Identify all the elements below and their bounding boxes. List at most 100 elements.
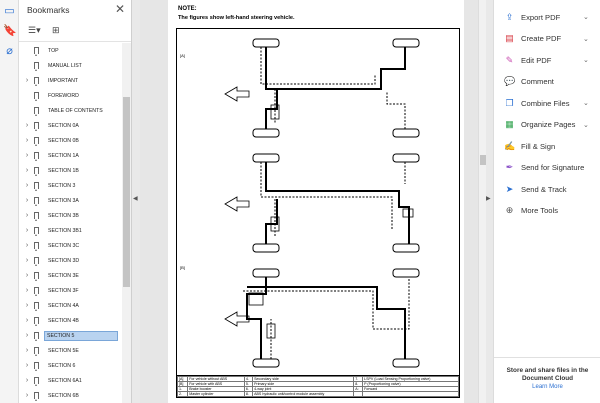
bookmark-item[interactable]: ›SECTION 1B: [19, 163, 122, 178]
bookmark-item[interactable]: ›SECTION 1A: [19, 148, 122, 163]
bookmark-item[interactable]: MANUAL LIST: [19, 58, 122, 73]
collapse-right-icon[interactable]: ▶: [486, 196, 491, 202]
bookmark-label: SECTION 6A1: [48, 377, 82, 384]
chevron-right-icon[interactable]: ›: [25, 347, 29, 354]
bookmark-item[interactable]: FOREWORD: [19, 88, 122, 103]
collapse-left-icon[interactable]: ◀: [133, 196, 138, 202]
chevron-right-icon[interactable]: ›: [25, 227, 29, 234]
chevron-right-icon[interactable]: ›: [25, 122, 29, 129]
promo-line-1: Store and share files in the: [506, 367, 589, 374]
chevron-down-icon[interactable]: ⌄: [583, 14, 589, 21]
bookmark-item[interactable]: ›SECTION 0A: [19, 118, 122, 133]
brake-line-diagram: [A]: [176, 28, 460, 376]
bookmark-item[interactable]: ›SECTION 5E: [19, 343, 122, 358]
tool-comment[interactable]: 💬Comment: [494, 73, 600, 91]
page-thumbnails-icon[interactable]: ▭: [4, 5, 15, 17]
bookmark-label: SECTION 6B: [48, 392, 79, 399]
bookmark-item[interactable]: ›SECTION 6: [19, 358, 122, 373]
chevron-right-icon[interactable]: ›: [25, 287, 29, 294]
chevron-right-icon[interactable]: ›: [25, 212, 29, 219]
bookmark-item[interactable]: TABLE OF CONTENTS: [19, 103, 122, 118]
bookmark-icon: [34, 197, 39, 206]
chevron-down-icon[interactable]: ⌄: [583, 100, 589, 107]
bookmark-item[interactable]: › SECTION 6A1: [19, 373, 122, 388]
legend-cell: [362, 391, 459, 397]
more-tools-icon: ⊕: [505, 205, 514, 215]
bookmark-icon: [34, 392, 39, 401]
chevron-right-icon[interactable]: ›: [25, 377, 29, 384]
chevron-right-icon[interactable]: ›: [25, 167, 29, 174]
bookmark-item[interactable]: ›SECTION 3: [19, 178, 122, 193]
tool-label: Combine Files: [521, 98, 570, 108]
tool-create-pdf[interactable]: ▤Create PDF⌄: [494, 30, 600, 48]
chevron-right-icon[interactable]: ›: [25, 272, 29, 279]
chevron-right-icon[interactable]: ›: [25, 257, 29, 264]
bookmark-item[interactable]: › SECTION 3B1: [19, 223, 122, 238]
bookmark-item[interactable]: › SECTION 3D: [19, 253, 122, 268]
document-scrollbar[interactable]: [478, 0, 486, 403]
chevron-right-icon[interactable]: ›: [25, 77, 29, 84]
bookmark-item[interactable]: ›SECTION 3E: [19, 268, 122, 283]
bookmark-item[interactable]: TOP: [19, 43, 122, 58]
bookmark-label: SECTION 3B1: [48, 227, 82, 234]
chevron-down-icon[interactable]: ⌄: [583, 35, 589, 43]
note-text: The figures show left-hand steering vehi…: [178, 15, 295, 21]
chevron-down-icon[interactable]: ⌄: [583, 57, 589, 64]
bookmark-item[interactable]: ›IMPORTANT: [19, 73, 122, 88]
bookmark-item[interactable]: › SECTION 3C: [19, 238, 122, 253]
tool-label: Export PDF: [521, 12, 561, 22]
bookmark-item[interactable]: ›SECTION 0B: [19, 133, 122, 148]
scroll-thumb[interactable]: [480, 155, 486, 165]
chevron-right-icon[interactable]: ›: [25, 152, 29, 159]
options-menu-icon[interactable]: ☰▾: [28, 25, 41, 35]
bookmark-item[interactable]: › SECTION 6B: [19, 388, 122, 403]
tool-more-tools[interactable]: ⊕More Tools: [494, 202, 600, 220]
send-track-icon: ➤: [505, 183, 514, 194]
bookmark-icon: [34, 212, 39, 221]
bookmark-item[interactable]: ›SECTION 3A: [19, 193, 122, 208]
bookmark-label: MANUAL LIST: [48, 62, 82, 69]
bookmark-icon: [34, 92, 39, 101]
chevron-right-icon[interactable]: ›: [25, 137, 29, 144]
chevron-right-icon[interactable]: ›: [25, 332, 29, 339]
attachment-icon[interactable]: ⌀: [6, 45, 13, 57]
bookmark-item[interactable]: › SECTION 4A: [19, 298, 122, 313]
tool-organize-pages[interactable]: ▦Organize Pages⌄: [494, 116, 600, 134]
bookmark-icon[interactable]: 🔖: [3, 25, 17, 37]
bookmark-icon: [34, 137, 39, 146]
chevron-right-icon[interactable]: ›: [25, 242, 29, 249]
tool-send-track[interactable]: ➤ Send & Track: [494, 180, 600, 198]
tool-fill-sign[interactable]: ✍Fill & Sign: [494, 137, 600, 155]
legend-cell: ABS hydraulic unit/control module assemb…: [252, 391, 355, 397]
close-icon[interactable]: ✕: [114, 2, 125, 16]
new-bookmark-icon[interactable]: ⊞: [52, 25, 60, 35]
chevron-right-icon[interactable]: ›: [25, 362, 29, 369]
tool-label: Create PDF: [521, 34, 562, 43]
scroll-thumb[interactable]: [123, 97, 130, 287]
chevron-right-icon[interactable]: ›: [25, 392, 29, 399]
chevron-right-icon[interactable]: ›: [25, 302, 29, 309]
tool-label: Send & Track: [521, 184, 567, 194]
tool-export-pdf[interactable]: ⇪Export PDF⌄: [494, 8, 600, 26]
tool-label: Organize Pages: [521, 120, 576, 129]
bookmark-item[interactable]: ›SECTION 5: [19, 328, 122, 343]
bookmark-label: SECTION 3C: [48, 242, 80, 249]
chevron-down-icon[interactable]: ⌄: [583, 121, 589, 129]
bookmark-label: SECTION 4A: [48, 302, 79, 309]
bookmark-item[interactable]: ›SECTION 4B: [19, 313, 122, 328]
learn-more-link[interactable]: Learn More: [532, 384, 563, 390]
tool-combine-files[interactable]: ❐Combine Files⌄: [494, 94, 600, 112]
chevron-right-icon[interactable]: ›: [25, 182, 29, 189]
tool-label: Send for Signature: [521, 163, 585, 172]
bookmark-item[interactable]: ›SECTION 3B: [19, 208, 122, 223]
tool-send-signature[interactable]: ✒Send for Signature: [494, 159, 600, 177]
chevron-right-icon[interactable]: ›: [25, 197, 29, 204]
chevron-right-icon[interactable]: ›: [25, 317, 29, 324]
bookmarks-toolbar: ☰▾ ⊞: [19, 20, 131, 42]
legend-cell: [353, 391, 364, 397]
tool-edit-pdf[interactable]: ✎Edit PDF⌄: [494, 51, 600, 69]
bookmark-icon: [34, 332, 39, 341]
bookmarks-scrollbar[interactable]: [122, 43, 131, 403]
bookmark-label: SECTION 3D: [48, 257, 80, 264]
bookmark-item[interactable]: ›SECTION 3F: [19, 283, 122, 298]
